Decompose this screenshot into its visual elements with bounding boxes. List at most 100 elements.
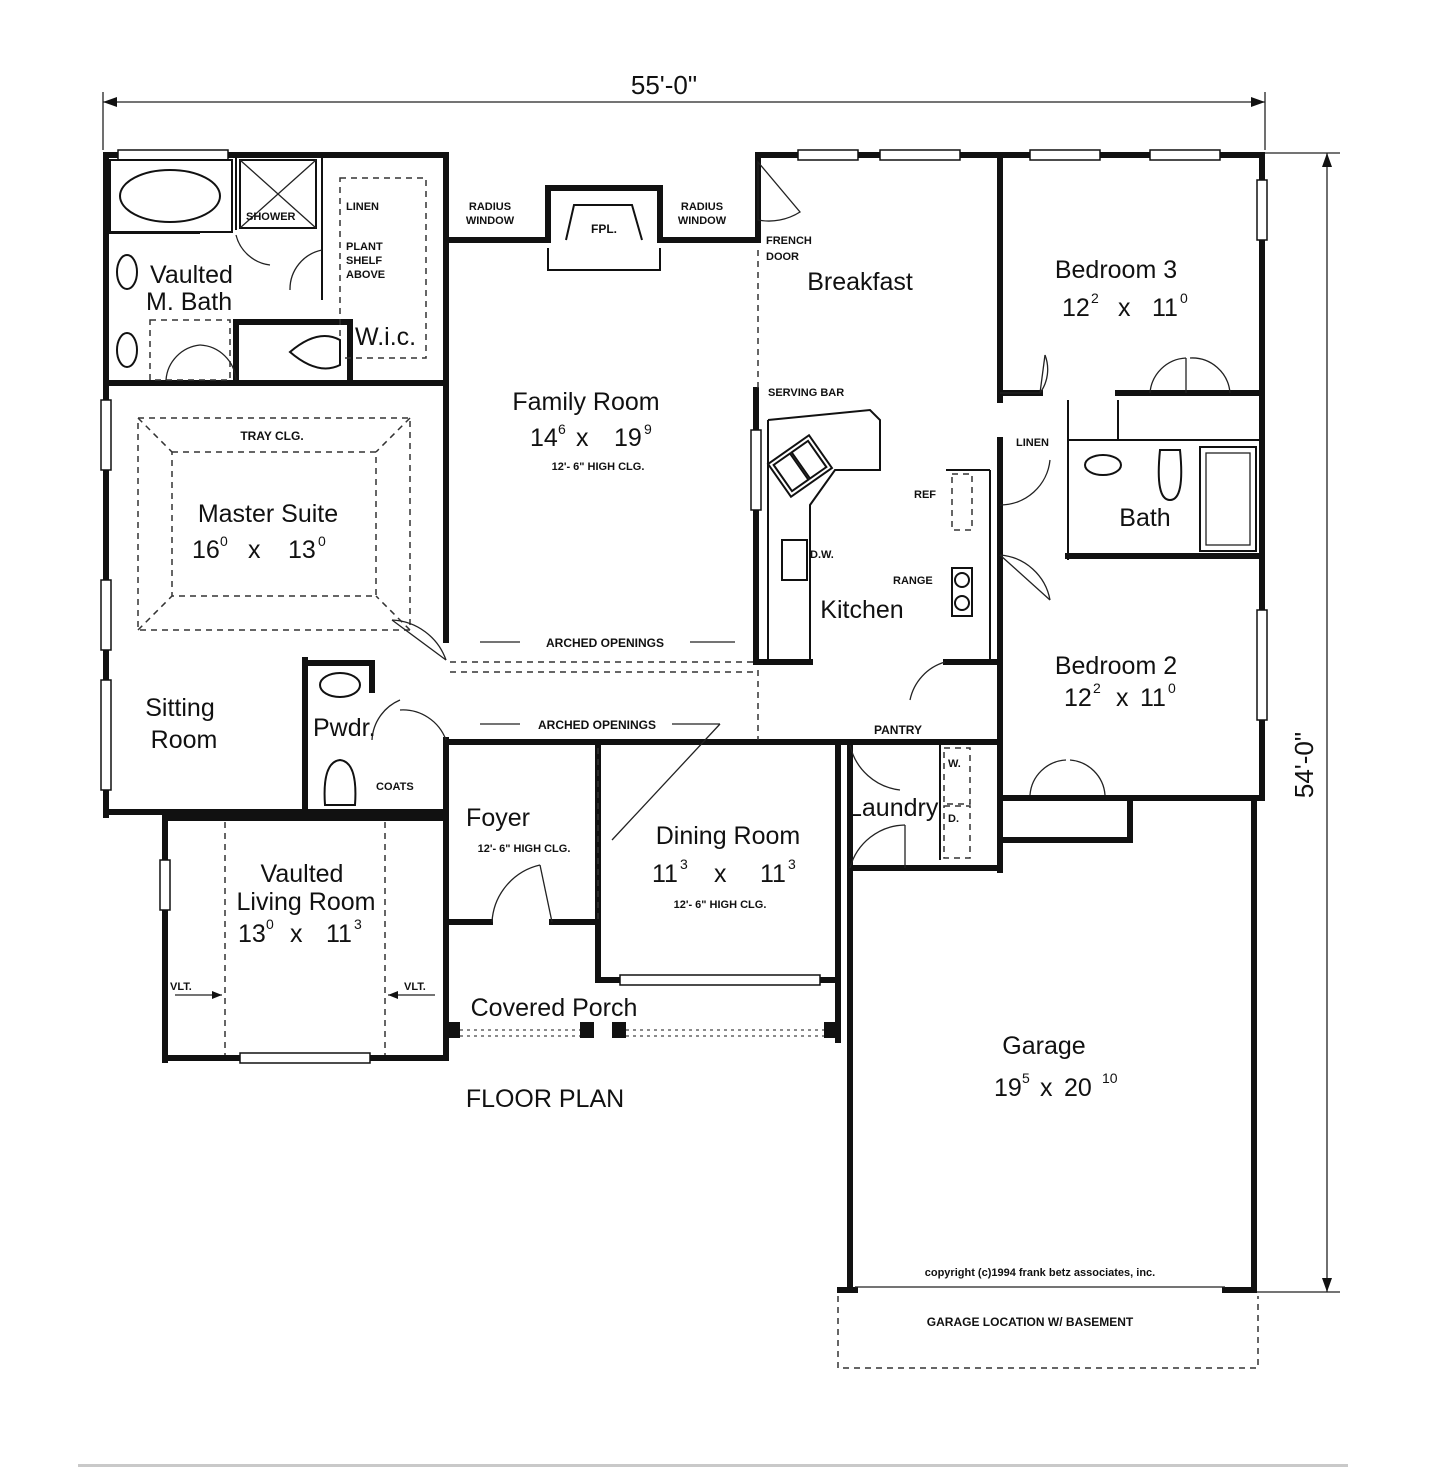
plant-shelf-label-3: ABOVE (346, 269, 385, 281)
wic-label: W.i.c. (355, 323, 416, 351)
svg-text:11: 11 (760, 860, 786, 888)
dryer-label: D. (948, 813, 959, 825)
svg-text:12: 12 (1062, 294, 1090, 322)
arched-openings-1: ARCHED OPENINGS (546, 636, 664, 650)
svg-text:x: x (290, 920, 303, 948)
sitting-room-label-1: Sitting (145, 694, 214, 722)
garage-label: Garage (1002, 1032, 1085, 1060)
walls (103, 152, 1265, 1293)
dining-room-label: Dining Room (656, 822, 801, 850)
family-room-label: Family Room (512, 388, 659, 416)
garage-dims: 19 5 x 20 10 (994, 1070, 1118, 1102)
laundry-label: Laundry (848, 794, 939, 822)
linen-hall-label: LINEN (1016, 437, 1049, 449)
bedroom-2-label: Bedroom 2 (1055, 652, 1177, 680)
family-room-dims: 14 6 x 19 9 (530, 421, 652, 452)
svg-text:19: 19 (994, 1074, 1022, 1102)
kitchen-label: Kitchen (820, 596, 903, 624)
bath-label: Bath (1119, 504, 1170, 532)
covered-porch-label: Covered Porch (471, 994, 638, 1022)
range-label: RANGE (893, 575, 933, 587)
svg-text:11: 11 (652, 860, 678, 888)
svg-text:11: 11 (1152, 294, 1178, 322)
pwdr-label: Pwdr. (313, 714, 376, 742)
dashed-lines (137, 177, 1259, 1369)
dishwasher-label: D.W. (810, 549, 834, 561)
linen-master-label: LINEN (346, 201, 379, 213)
vlt-right-label: VLT. (404, 981, 426, 993)
svg-text:x: x (1118, 294, 1131, 322)
svg-text:0: 0 (1180, 290, 1188, 306)
radius-window-right-2: WINDOW (678, 215, 727, 227)
svg-text:x: x (1116, 684, 1129, 712)
depth-dimension: 54'-0" (1250, 152, 1340, 1293)
french-door-label-2: DOOR (766, 251, 799, 263)
depth-label: 54'-0" (1289, 732, 1319, 798)
bedroom-3-label: Bedroom 3 (1055, 256, 1177, 284)
svg-text:11: 11 (326, 920, 352, 948)
radius-window-left-2: WINDOW (466, 215, 515, 227)
svg-text:16: 16 (192, 536, 220, 564)
tray-ceiling-label: TRAY CLG. (240, 429, 303, 443)
doors (165, 160, 1231, 923)
svg-text:x: x (576, 424, 589, 452)
master-suite-dims: 16 0 x 13 0 (192, 533, 326, 564)
plant-shelf-label-2: SHELF (346, 255, 382, 267)
svg-text:14: 14 (530, 424, 558, 452)
floor-plan-caption: FLOOR PLAN (466, 1085, 624, 1113)
breakfast-label: Breakfast (807, 268, 913, 296)
bottom-divider (78, 1464, 1348, 1467)
svg-text:3: 3 (788, 856, 796, 872)
windows (100, 149, 1268, 1064)
living-room-label-2: Living Room (237, 888, 376, 916)
svg-text:19: 19 (614, 424, 642, 452)
dining-ceiling-label: 12'- 6" HIGH CLG. (674, 899, 767, 911)
width-dimension: 55'-0" (102, 70, 1266, 150)
master-suite-label: Master Suite (198, 500, 338, 528)
bedroom-3-dims: 12 2 x 11 0 (1062, 290, 1188, 322)
svg-text:x: x (1040, 1074, 1053, 1102)
svg-text:5: 5 (1022, 1070, 1030, 1086)
living-room-label-1: Vaulted (261, 860, 344, 888)
copyright-label: copyright (c)1994 frank betz associates,… (925, 1267, 1155, 1279)
vlt-left-label: VLT. (170, 981, 192, 993)
pantry-label: PANTRY (874, 723, 922, 737)
svg-text:x: x (714, 860, 727, 888)
fixtures (109, 159, 1257, 859)
svg-text:2: 2 (1091, 290, 1099, 306)
svg-text:0: 0 (220, 533, 228, 549)
m-bath-label-1: Vaulted (150, 261, 233, 289)
arched-openings-2: ARCHED OPENINGS (538, 718, 656, 732)
svg-text:3: 3 (680, 856, 688, 872)
bedroom-2-dims: 12 2 x 11 0 (1064, 680, 1176, 712)
svg-text:0: 0 (266, 916, 274, 932)
sitting-room-label-2: Room (151, 726, 218, 754)
radius-window-right-1: RADIUS (681, 201, 723, 213)
svg-text:2: 2 (1093, 680, 1101, 696)
washer-label: W. (948, 758, 961, 770)
shower-label: SHOWER (246, 211, 296, 223)
serving-bar-label: SERVING BAR (768, 387, 844, 399)
garage-alt-label: GARAGE LOCATION W/ BASEMENT (927, 1315, 1134, 1329)
svg-text:20: 20 (1064, 1074, 1092, 1102)
radius-window-left-1: RADIUS (469, 201, 511, 213)
living-room-dims: 13 0 x 11 3 (238, 916, 362, 948)
coats-label: COATS (376, 781, 414, 793)
dining-room-dims: 11 3 x 11 3 (652, 856, 796, 888)
fireplace-label: FPL. (591, 222, 617, 236)
ref-label: REF (914, 489, 936, 501)
svg-text:13: 13 (238, 920, 266, 948)
m-bath-label-2: M. Bath (146, 288, 232, 316)
svg-text:12: 12 (1064, 684, 1092, 712)
width-label: 55'-0" (631, 70, 697, 100)
svg-text:0: 0 (1168, 680, 1176, 696)
svg-text:10: 10 (1102, 1070, 1118, 1086)
svg-text:6: 6 (558, 421, 566, 437)
svg-text:13: 13 (288, 536, 316, 564)
svg-text:3: 3 (354, 916, 362, 932)
french-door-label-1: FRENCH (766, 235, 812, 247)
svg-text:11: 11 (1140, 684, 1166, 712)
family-ceiling-label: 12'- 6" HIGH CLG. (552, 461, 645, 473)
svg-text:9: 9 (644, 421, 652, 437)
